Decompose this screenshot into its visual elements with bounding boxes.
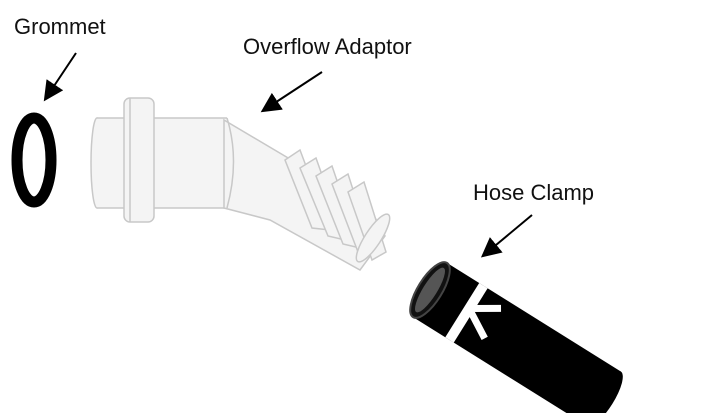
overflow-adaptor-label: Overflow Adaptor bbox=[243, 34, 412, 59]
grommet-ring bbox=[11, 112, 57, 208]
grommet-label: Grommet bbox=[14, 14, 106, 39]
overflow-adaptor bbox=[90, 97, 391, 271]
overflow-adaptor-arrow bbox=[260, 71, 323, 113]
hose-clamp-arrow bbox=[480, 214, 533, 258]
hose-clamp bbox=[409, 261, 623, 413]
hose-clamp-label: Hose Clamp bbox=[473, 180, 595, 205]
grommet-arrow bbox=[43, 52, 77, 102]
